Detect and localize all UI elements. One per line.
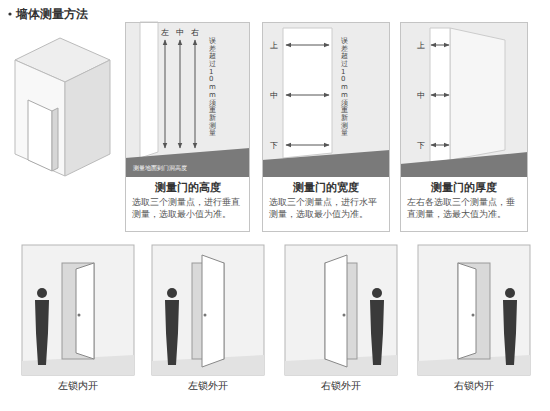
door-figure-part <box>285 245 397 375</box>
door-figure-part <box>505 288 515 298</box>
thickness-figure <box>400 22 528 177</box>
door-figure-part <box>37 288 47 298</box>
height-figure-part <box>195 40 196 148</box>
door-panel: 左锁外开 <box>152 245 264 397</box>
panel-heading: 测量门的高度 <box>132 181 243 195</box>
width-figure-part <box>262 150 390 177</box>
height-figure-part <box>125 148 250 177</box>
thickness-figure-part <box>450 28 505 160</box>
door-figure-part <box>472 314 475 317</box>
door-figure <box>285 245 397 375</box>
door-figure-part <box>370 300 384 365</box>
door-figure-part <box>202 255 224 367</box>
panel-heading: 测量门的宽度 <box>269 181 383 195</box>
wall-block <box>15 38 110 176</box>
door-figure-part <box>152 245 264 375</box>
width-figure-part <box>283 28 332 158</box>
door-figure-part <box>458 263 490 359</box>
point-label: 中 <box>174 27 186 38</box>
door-panel: 左锁内开 <box>22 245 134 397</box>
thickness-figure-part <box>400 22 528 177</box>
thickness-figure-part <box>430 28 450 163</box>
width-figure-part <box>286 145 329 146</box>
width-figure <box>262 22 390 177</box>
height-figure-part <box>180 40 181 148</box>
door-panel: 右锁内开 <box>418 245 530 397</box>
title-bullet-part <box>8 12 11 15</box>
point-label: 上 <box>268 40 280 51</box>
door-figure-part <box>458 263 476 359</box>
point-label: 中 <box>268 90 280 101</box>
thickness-figure-part <box>400 152 528 177</box>
door-figures <box>22 245 530 375</box>
width-figure-part <box>286 45 329 46</box>
point-label: 左 <box>159 27 171 38</box>
door-figure-part <box>62 263 94 359</box>
door-figure-part <box>418 245 530 375</box>
door-figure <box>152 245 264 375</box>
panel-note: 选取三个测量点，进行水平测量，选取最小值为准。 <box>269 197 383 220</box>
door-figure-part <box>167 288 177 298</box>
height-figure <box>125 22 250 177</box>
thickness-figure-part <box>431 95 449 96</box>
door-caption: 左锁内开 <box>28 379 128 392</box>
door-figure-part <box>204 314 207 317</box>
width-figure-part <box>262 22 390 177</box>
tolerance-note: 误差超过10mm须重新测量 <box>209 38 216 138</box>
measure-panel: 测量门的高度选取三个测量点，进行垂直测量，选取最小值为准。 <box>125 22 250 232</box>
wall-block-part <box>52 108 58 171</box>
door-caption: 左锁外开 <box>158 379 258 392</box>
measure-panel: 测量门的厚度左右各选取三个测量点，垂直测量，选最大值为准。 <box>400 22 528 232</box>
floor-note: 测量地面到门洞高度 <box>125 164 195 173</box>
panel-note: 左右各选取三个测量点，垂直测量，选最大值为准。 <box>407 197 521 220</box>
wall-block-part <box>65 60 110 176</box>
door-figure-part <box>78 314 81 317</box>
door-figure-part <box>165 300 179 365</box>
door-figure-part <box>35 300 49 365</box>
door-caption: 右锁内开 <box>424 379 524 392</box>
door-figure <box>418 245 530 375</box>
point-label: 上 <box>415 40 427 51</box>
thickness-figure-part <box>431 145 449 146</box>
door-figure-part <box>325 255 347 367</box>
point-label: 下 <box>268 140 280 151</box>
height-figure-part <box>165 40 166 148</box>
page-title: 墙体测量方法 <box>16 6 88 23</box>
panel-note: 选取三个测量点，进行垂直测量，选取最小值为准。 <box>132 197 243 220</box>
tolerance-note: 误差超过10mm须重新测量 <box>341 38 348 138</box>
door-figure-part <box>503 300 517 365</box>
height-figure-part <box>125 22 250 177</box>
point-label: 下 <box>415 140 427 151</box>
thickness-figure-part <box>431 45 449 46</box>
wall-block-part <box>15 60 65 176</box>
point-label: 中 <box>415 90 427 101</box>
panel-heading: 测量门的厚度 <box>407 181 521 195</box>
door-panel: 右锁外开 <box>285 245 397 397</box>
door-figure <box>22 245 134 375</box>
door-figure-part <box>343 314 346 317</box>
width-figure-part <box>286 95 329 96</box>
door-caption: 右锁外开 <box>291 379 391 392</box>
measure-panel: 测量门的宽度选取三个测量点，进行水平测量，选取最小值为准。 <box>262 22 390 232</box>
wall-block-part <box>28 100 52 171</box>
point-label: 右 <box>189 27 201 38</box>
height-figure-part <box>140 22 158 158</box>
door-figure-part <box>22 245 134 375</box>
door-figure-part <box>76 263 94 359</box>
title-bullet <box>8 12 11 15</box>
door-figure-part <box>372 288 382 298</box>
